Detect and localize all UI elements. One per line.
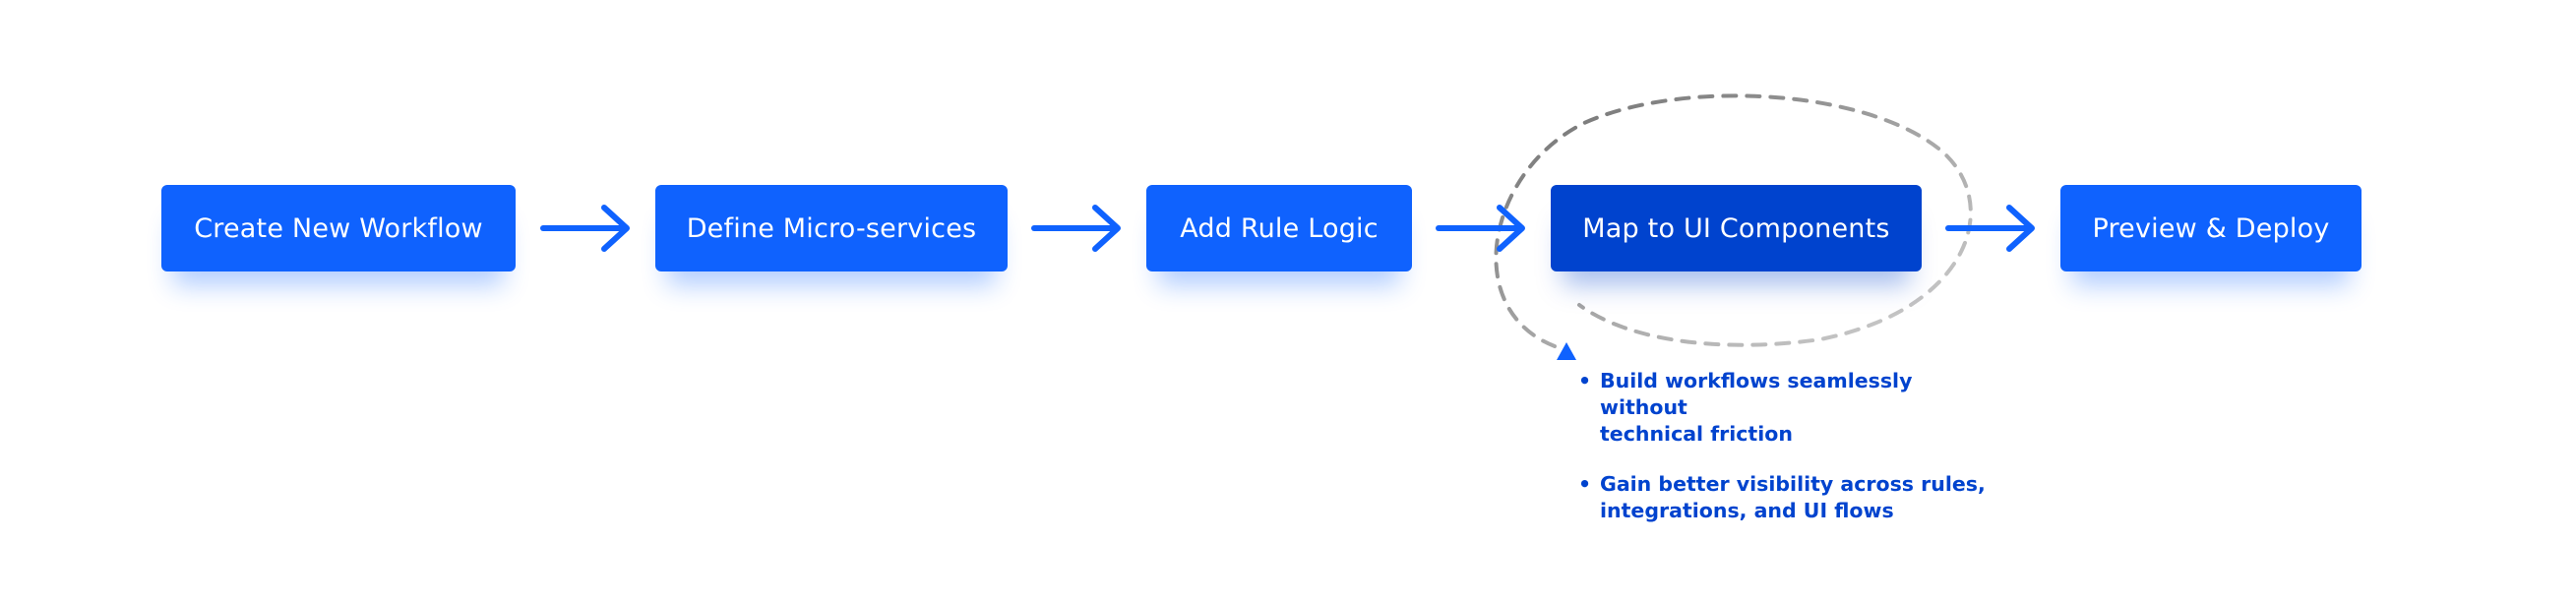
benefit-line: integrations, and UI flows xyxy=(1600,499,1894,522)
benefits-list: • Build workflows seamlessly without tec… xyxy=(1578,368,1992,548)
arrow-right-icon xyxy=(540,205,630,252)
benefit-item: • Gain better visibility across rules, i… xyxy=(1578,471,1992,524)
bullet-icon: • xyxy=(1578,472,1592,496)
step-map-to-ui-components[interactable]: Map to UI Components xyxy=(1551,185,1922,271)
dashed-loop-connector xyxy=(1494,93,1973,348)
benefit-line: Build workflows seamlessly without xyxy=(1600,369,1913,419)
benefit-line: technical friction xyxy=(1600,422,1793,446)
bullet-icon: • xyxy=(1578,369,1592,392)
step-add-rule-logic[interactable]: Add Rule Logic xyxy=(1146,185,1412,271)
arrow-right-icon xyxy=(1031,205,1121,252)
triangle-up-icon xyxy=(1557,342,1576,360)
arrow-right-icon xyxy=(1436,205,1525,252)
step-create-new-workflow[interactable]: Create New Workflow xyxy=(161,185,516,271)
benefit-item: • Build workflows seamlessly without tec… xyxy=(1578,368,1992,448)
arrow-right-icon xyxy=(1945,205,2035,252)
step-define-micro-services[interactable]: Define Micro-services xyxy=(655,185,1008,271)
step-preview-and-deploy[interactable]: Preview & Deploy xyxy=(2060,185,2361,271)
benefit-line: Gain better visibility across rules, xyxy=(1600,472,1986,496)
